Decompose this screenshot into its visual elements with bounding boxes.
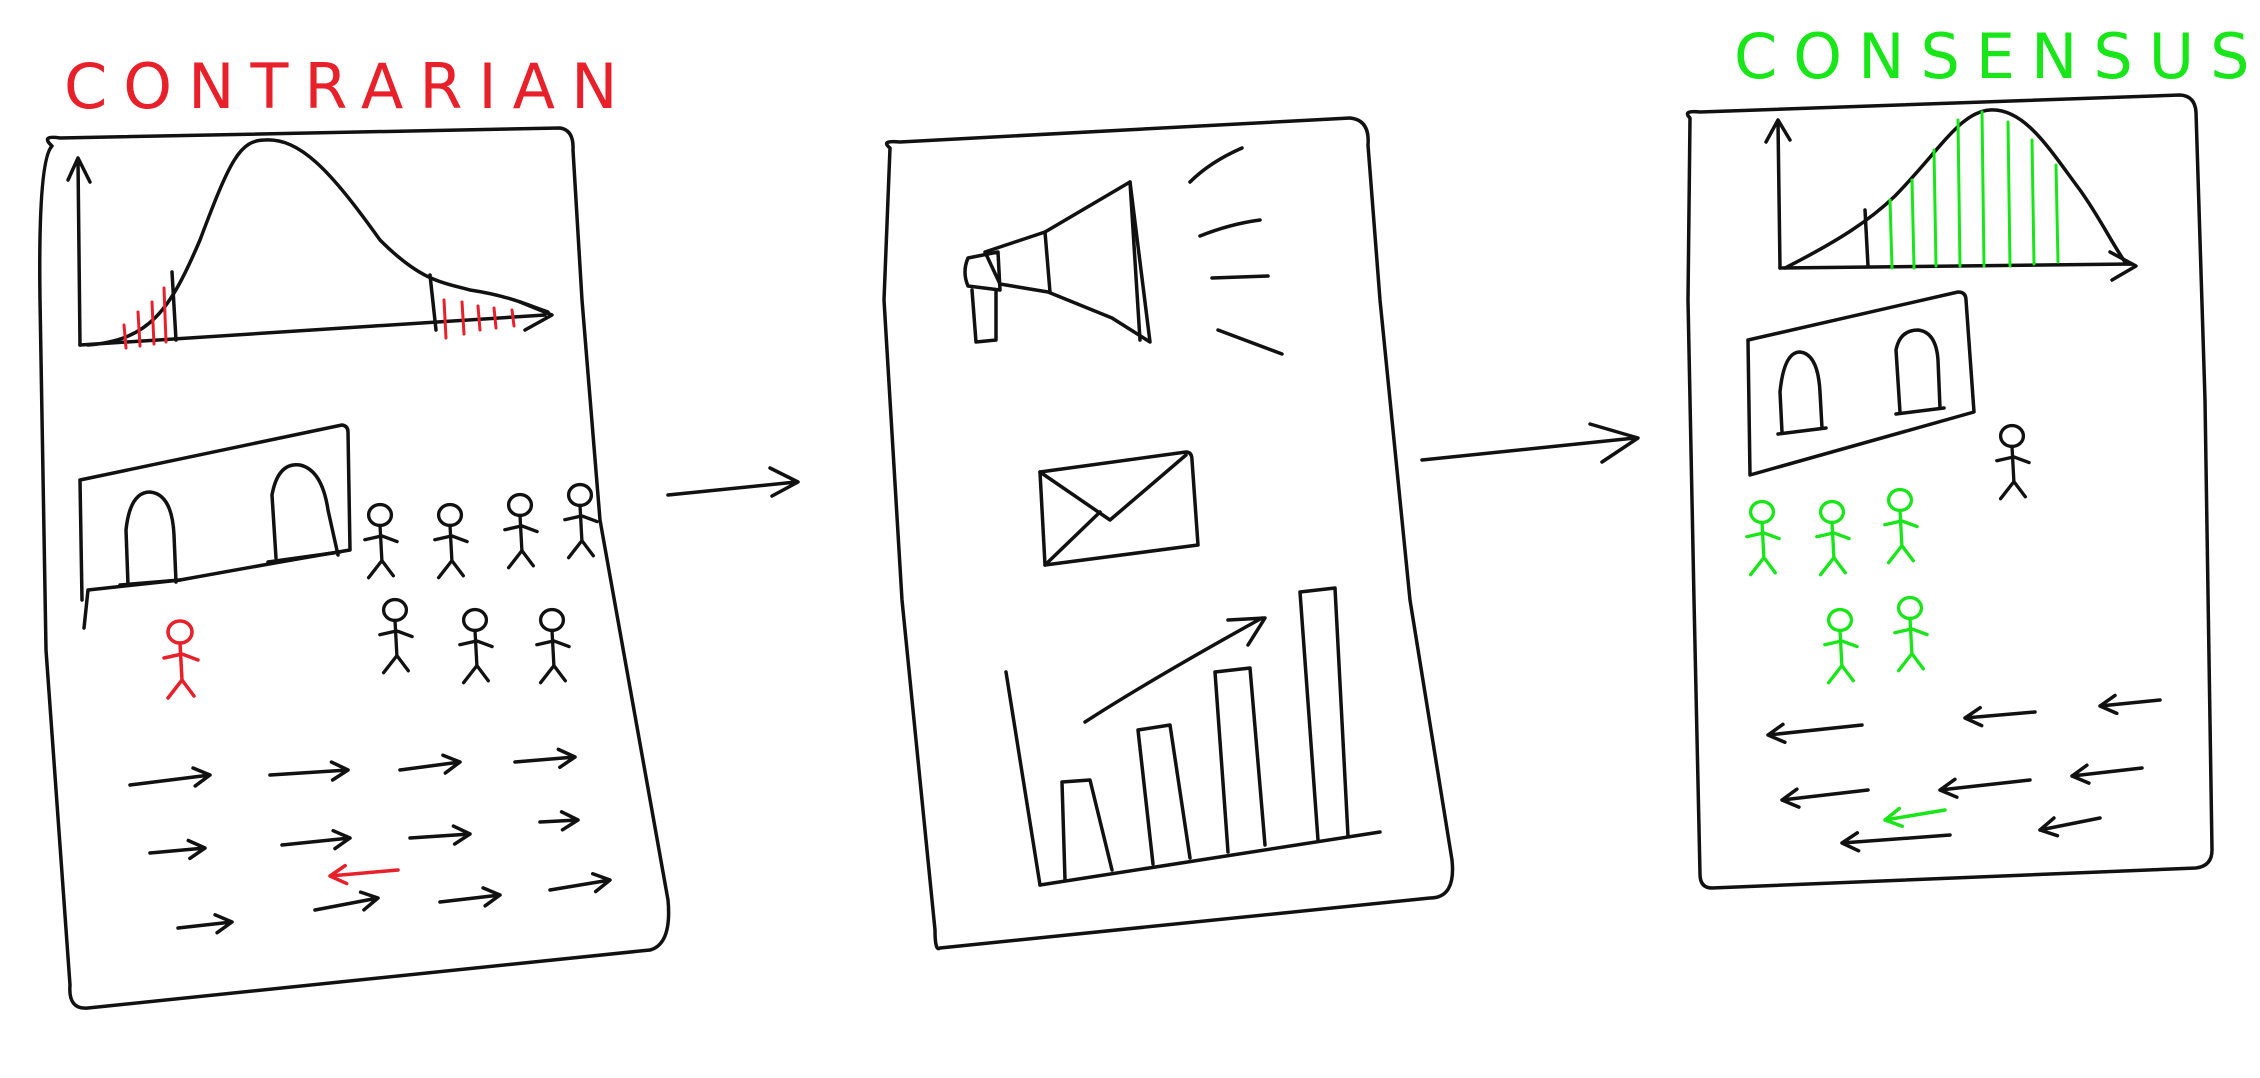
- chart-y-axis: [1004, 670, 1042, 887]
- distribution-curve: [1764, 108, 2138, 282]
- left-tail-hatch: [122, 286, 168, 350]
- stick-figure-icon: [1815, 499, 1851, 577]
- stick-figure-icon: [378, 597, 414, 675]
- bar-4: [1298, 586, 1350, 842]
- stick-figure-icon: [535, 607, 571, 685]
- growth-chart-icon: [1004, 586, 1382, 887]
- bar-1: [1060, 778, 1114, 882]
- building-outline: [78, 423, 352, 630]
- arrow-icon: [1780, 787, 1870, 809]
- arrow-icon: [408, 824, 472, 846]
- arrow-icon: [1938, 777, 2032, 799]
- stick-figure-icon: [503, 492, 539, 570]
- arrow-icon: [2098, 693, 2162, 716]
- arrow-icon: [2038, 816, 2102, 838]
- building: [78, 423, 352, 630]
- stick-figure-icon: [1823, 607, 1859, 685]
- connector-arrow-1: [666, 466, 800, 498]
- door-left: [1778, 350, 1824, 434]
- door-left-sill: [118, 578, 182, 587]
- bell-curve: [86, 138, 550, 347]
- stick-figure-icon: [162, 619, 200, 700]
- building: [1746, 290, 1976, 477]
- sound-wave-4: [1216, 328, 1284, 356]
- sound-wave-2: [1198, 218, 1262, 238]
- megaphone-icon: [963, 146, 1284, 356]
- y-axis: [1764, 118, 1792, 270]
- connector-arrow-2: [1420, 422, 1640, 464]
- arrow-icon: [398, 753, 462, 775]
- arrow-icon: [513, 747, 577, 770]
- arrow-icon: [1766, 722, 1864, 745]
- arrow-icon: [2070, 763, 2144, 785]
- arrow-icon: [1963, 705, 2037, 728]
- trend-arrow: [1083, 616, 1267, 724]
- arrow-icon: [268, 760, 350, 782]
- arrow-icon: [313, 890, 380, 912]
- title-consensus: CONSENSUS: [1734, 20, 2260, 93]
- stick-figure-icon: [1745, 499, 1781, 577]
- consensus-arrows: [1766, 693, 2162, 853]
- stick-figure-icon: [458, 607, 494, 685]
- door-right: [1894, 328, 1942, 414]
- arrow-icon: [148, 838, 207, 861]
- arrow-icon: [538, 810, 580, 832]
- panel-frame: [38, 126, 671, 1010]
- sound-wave-1: [1188, 146, 1244, 184]
- door-right: [270, 463, 340, 560]
- center-left-line: [1863, 208, 1870, 268]
- arrow-icon: [280, 828, 352, 851]
- bell-curve: [1783, 108, 2127, 270]
- x-axis: [1778, 250, 2138, 282]
- distribution-curve: [66, 138, 554, 350]
- envelope-icon: [1038, 450, 1200, 567]
- left-tail-line: [170, 270, 178, 342]
- panel-frame: [882, 116, 1455, 951]
- stick-figure-icon: [433, 502, 469, 580]
- contrarian-crowd: [162, 482, 599, 700]
- right-tail-hatch: [442, 298, 516, 340]
- building-outline: [1746, 290, 1976, 477]
- door-right-sill: [266, 550, 342, 564]
- consensus-panel: [1685, 93, 2214, 890]
- chart-x-axis: [1038, 830, 1382, 887]
- sound-wave-3: [1210, 274, 1270, 280]
- door-left: [124, 490, 178, 587]
- arrow-icon: [1883, 806, 1947, 828]
- center-hatch: [1888, 110, 2060, 270]
- contrarian-arrows: [128, 747, 612, 935]
- arrow-icon: [1840, 831, 1952, 853]
- door-right-sill: [1894, 406, 1946, 416]
- panel-frame: [1685, 93, 2214, 890]
- y-axis: [66, 156, 92, 347]
- arrow-icon: [128, 766, 212, 788]
- door-left-sill: [1776, 426, 1828, 436]
- stick-figure-icon: [563, 482, 599, 560]
- arrow-icon: [438, 886, 502, 908]
- stick-figure-icon: [1883, 487, 1919, 565]
- arrow-icon: [548, 872, 612, 894]
- stick-figure-icon: [363, 502, 399, 580]
- stick-figure-icon: [1995, 423, 2031, 501]
- right-tail-line: [428, 273, 438, 332]
- arrow-icon: [328, 863, 400, 886]
- media-panel: [882, 116, 1455, 951]
- bar-3: [1213, 666, 1267, 854]
- stick-figure-icon: [1893, 595, 1929, 673]
- bar-2: [1136, 723, 1192, 866]
- contrarian-panel: [38, 126, 671, 1010]
- title-contrarian: CONTRARIAN: [64, 50, 633, 123]
- arrow-icon: [176, 913, 234, 935]
- consensus-crowd: [1745, 423, 2031, 685]
